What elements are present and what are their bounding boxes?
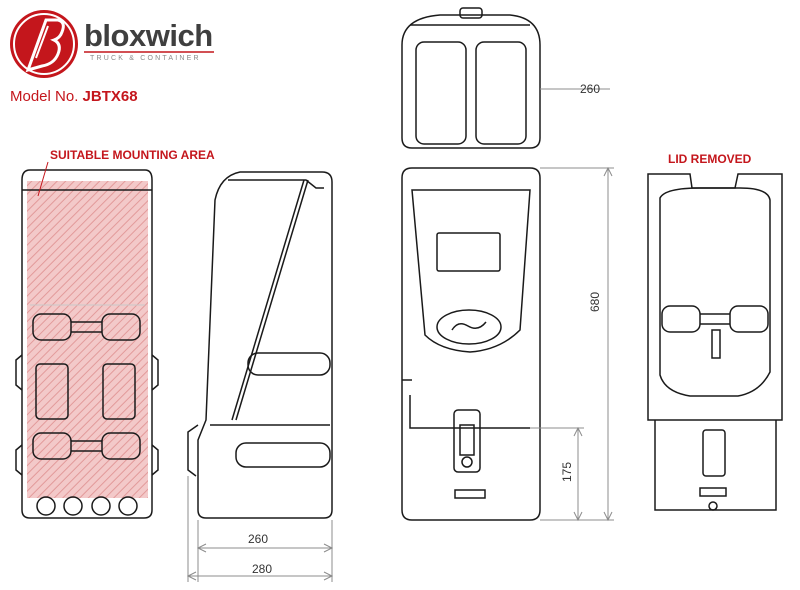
mounting-leader-line bbox=[37, 161, 49, 197]
mounting-area-label: SUITABLE MOUNTING AREA bbox=[50, 148, 215, 162]
dimension-lines bbox=[186, 88, 614, 582]
model-code: JBTX68 bbox=[82, 88, 138, 105]
top-view bbox=[401, 7, 541, 149]
front-view bbox=[401, 167, 541, 521]
model-label: Model No. bbox=[10, 88, 79, 105]
dim-tap-height: 175 bbox=[560, 461, 574, 482]
dim-height: 680 bbox=[588, 291, 602, 312]
dim-top-depth: 260 bbox=[580, 82, 601, 96]
brand-subtitle: TRUCK & CONTAINER bbox=[90, 55, 201, 62]
brand-name: bloxwich bbox=[84, 18, 213, 53]
back-view bbox=[15, 169, 159, 519]
dim-side-depth-inner: 260 bbox=[248, 532, 269, 546]
bloxwich-b-logo-icon bbox=[10, 10, 78, 78]
model-number: Model No. JBTX68 bbox=[10, 88, 138, 106]
dim-side-depth-outer: 280 bbox=[252, 562, 273, 576]
side-view bbox=[187, 171, 333, 519]
lid-removed-view bbox=[647, 173, 783, 511]
lid-removed-label: LID REMOVED bbox=[668, 152, 752, 166]
